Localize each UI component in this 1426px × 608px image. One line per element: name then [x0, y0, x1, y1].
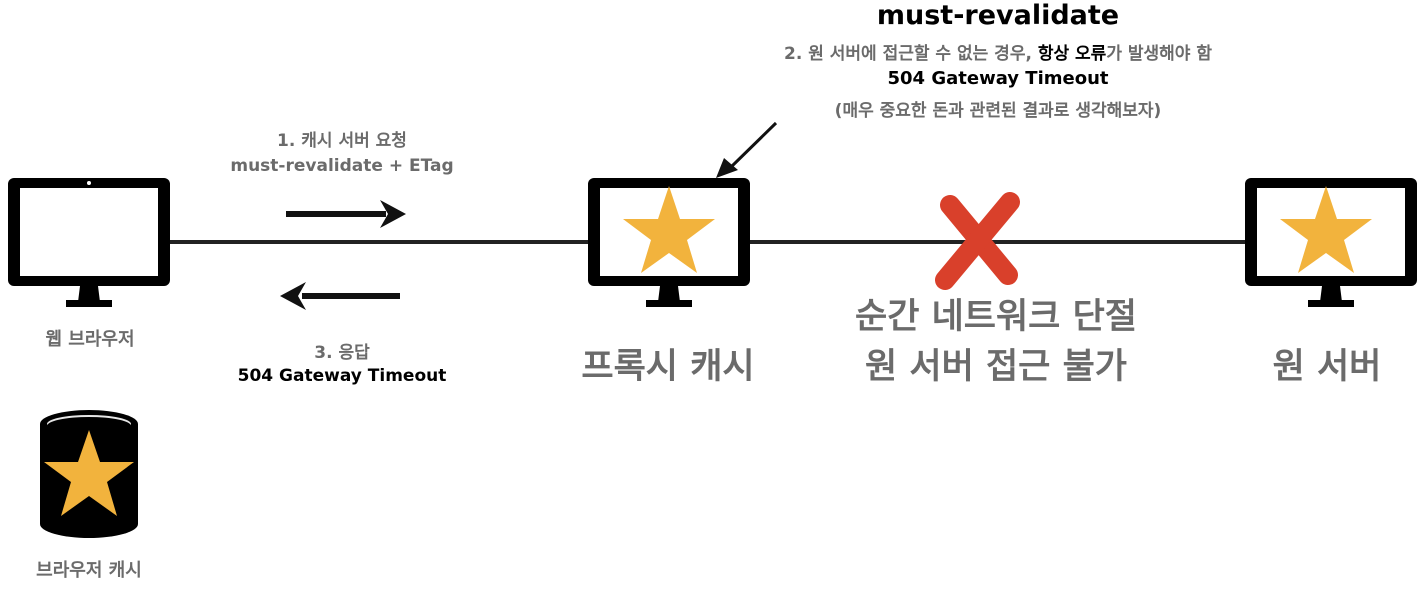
cross-icon: [935, 192, 1020, 290]
origin-monitor-icon: [1245, 178, 1417, 307]
annotation-title: must-revalidate: [876, 0, 1120, 31]
browser-monitor-icon: [8, 178, 170, 307]
database-icon: [40, 410, 138, 538]
network-status-line2: 원 서버 접근 불가: [865, 347, 1127, 387]
proxy-label: 프록시 캐시: [581, 347, 755, 387]
request-step: 1. 캐시 서버 요청: [277, 131, 407, 151]
response-step: 3. 응답: [314, 343, 370, 363]
annotation-line1-strong: 항상 오류: [1037, 44, 1107, 64]
browser-label: 웹 브라우저: [45, 329, 135, 350]
network-status-line1: 순간 네트워크 단절: [855, 297, 1137, 337]
origin-star-icon: [1280, 186, 1372, 273]
proxy-monitor-icon: [588, 178, 750, 307]
arrow-left-icon: [280, 282, 400, 310]
response-detail: 504 Gateway Timeout: [237, 366, 447, 386]
database-star-icon: [44, 430, 134, 516]
arrow-right-icon: [286, 200, 406, 228]
pointer-arrow-icon: [716, 121, 778, 178]
annotation-line1: 2. 원 서버에 접근할 수 없는 경우, 항상 오류가 발생해야 함: [720, 39, 1276, 64]
annotation-line1-suffix: 가 발생해야 함: [1106, 44, 1213, 64]
browser-cache-label: 브라우저 캐시: [36, 560, 142, 581]
annotation-line1-prefix: 2. 원 서버에 접근할 수 없는 경우,: [783, 44, 1038, 64]
proxy-star-icon: [623, 186, 715, 273]
origin-label: 원 서버: [1272, 347, 1382, 387]
annotation-line2: 504 Gateway Timeout: [887, 68, 1109, 89]
annotation-line3: (매우 중요한 돈과 관련된 결과로 생각해보자): [834, 101, 1162, 121]
request-detail: must-revalidate + ETag: [230, 156, 454, 176]
